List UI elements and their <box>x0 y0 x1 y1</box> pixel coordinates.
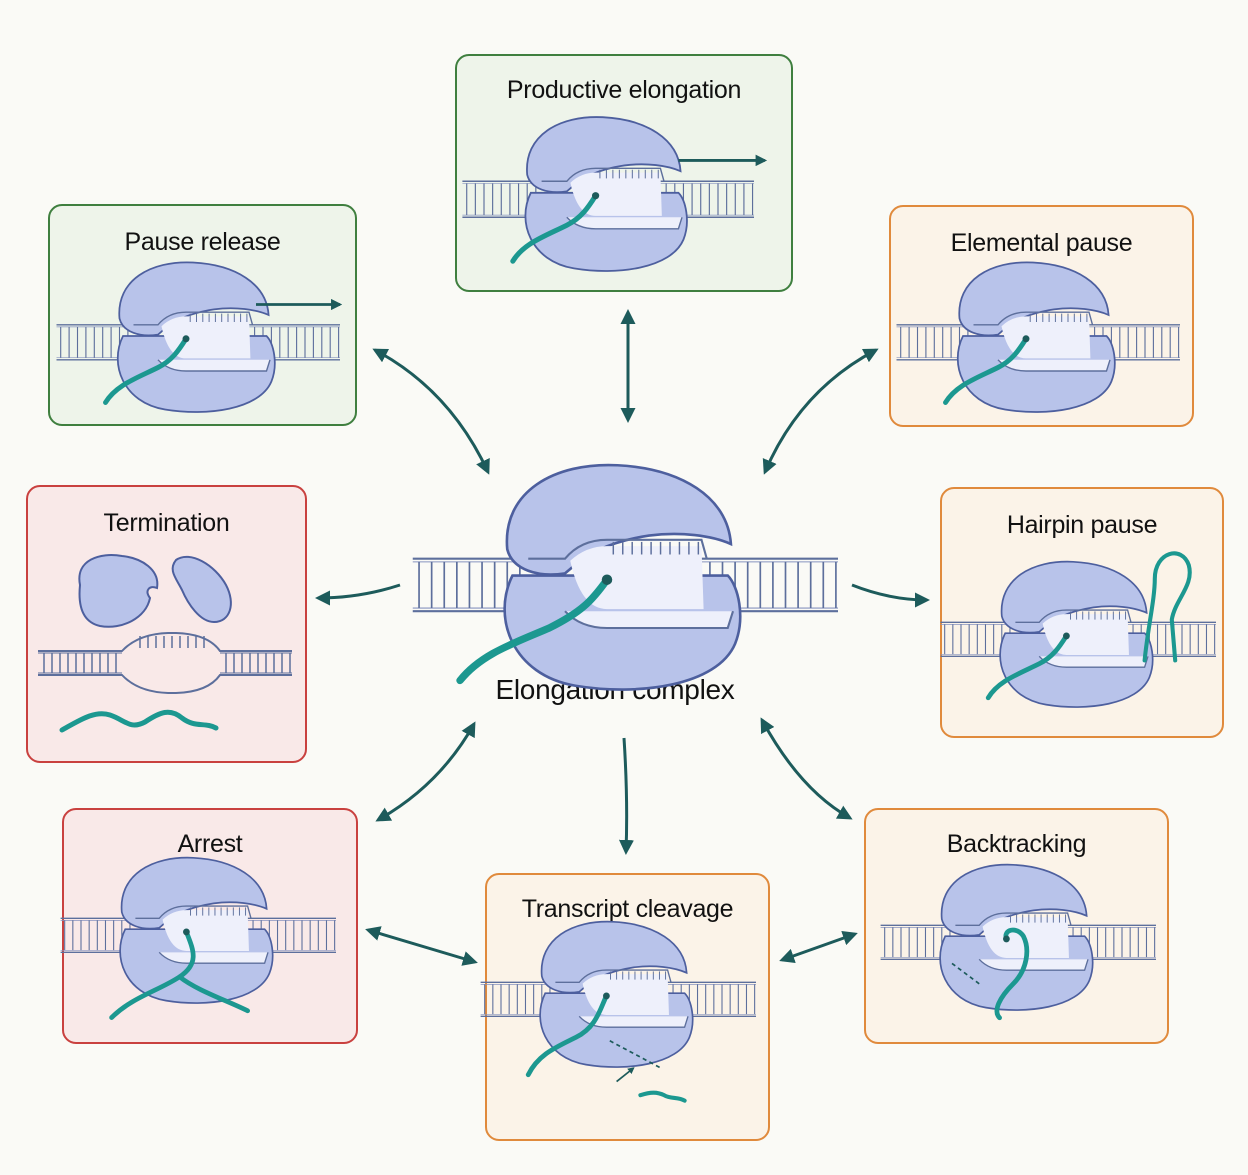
rna-transcript <box>456 576 611 685</box>
rna-transcript <box>994 927 1030 1021</box>
rna-transcript <box>943 336 1029 405</box>
arrow-termination <box>315 583 401 606</box>
state-label: Backtracking <box>946 830 1087 858</box>
rna-transcript <box>109 929 250 1020</box>
arrow-transcript-cleavage <box>618 737 634 855</box>
arrow-backtracking-cleavage <box>779 930 858 964</box>
state-label: Termination <box>103 509 230 537</box>
rna-hairpin <box>1142 551 1192 663</box>
polymerase-fragment <box>78 554 159 628</box>
elongation-complex <box>462 116 768 272</box>
active-site <box>592 192 600 200</box>
released-rna <box>59 709 219 733</box>
arrow-pause-release <box>372 348 490 475</box>
transcription-bubble <box>528 538 735 630</box>
active-site <box>182 335 190 343</box>
free-dna <box>38 632 292 694</box>
state-termination: Termination <box>26 485 307 763</box>
cleavage-line <box>609 1040 662 1069</box>
state-label: Elemental pause <box>950 229 1133 257</box>
cleaved-rna-fragment <box>638 1090 687 1103</box>
state-label: Pause release <box>124 228 281 256</box>
rna-transcript <box>985 633 1069 701</box>
polymerase-upper-lobe <box>118 261 270 337</box>
active-site <box>1022 335 1030 343</box>
cleavage-arrow <box>616 1067 635 1083</box>
elongation-complex <box>60 856 337 1020</box>
elongation-complex <box>480 920 757 1103</box>
state-label: Productive elongation <box>506 76 742 104</box>
active-site <box>1063 632 1070 640</box>
arrow-elemental-pause <box>762 348 879 475</box>
state-label: Hairpin pause <box>1006 511 1158 539</box>
active-site <box>183 928 190 936</box>
arrow-hairpin-pause <box>851 583 930 608</box>
connector-arrows <box>315 309 930 966</box>
rna-transcript <box>510 193 599 264</box>
backtrack-path <box>951 962 980 985</box>
elongation-complex <box>56 261 343 413</box>
termination-art <box>38 554 292 733</box>
transcription-bubble <box>973 311 1111 372</box>
polymerase-upper-lobe <box>505 463 733 576</box>
polymerase-upper-lobe <box>526 116 682 193</box>
arrow-backtracking <box>760 717 853 820</box>
polymerase-fragment <box>171 555 232 624</box>
arrow-arrest-cleavage <box>365 926 478 966</box>
polymerase-upper-lobe <box>1000 560 1148 634</box>
elongation-complex <box>940 551 1217 708</box>
transcription-bubble <box>135 905 269 964</box>
arrow-arrest <box>375 721 476 822</box>
transcription-bubble <box>541 167 683 230</box>
polymerase-upper-lobe <box>940 863 1088 937</box>
state-label: Transcript cleavage <box>521 895 734 923</box>
state-label: Arrest <box>177 830 243 858</box>
rna-transcript <box>525 993 609 1078</box>
rna-transcript <box>103 336 189 405</box>
elongation-complex <box>412 463 838 691</box>
elongation-complex <box>896 261 1180 413</box>
polymerase-upper-lobe <box>540 920 688 994</box>
active-site <box>1003 935 1010 943</box>
elongation-complex <box>880 863 1157 1021</box>
transcription-bubble <box>133 311 271 372</box>
active-site <box>601 574 613 585</box>
polymerase-upper-lobe <box>958 261 1110 337</box>
polymerase-upper-lobe <box>120 856 268 930</box>
active-site <box>603 992 610 1000</box>
transcription-bubble <box>1015 609 1149 668</box>
